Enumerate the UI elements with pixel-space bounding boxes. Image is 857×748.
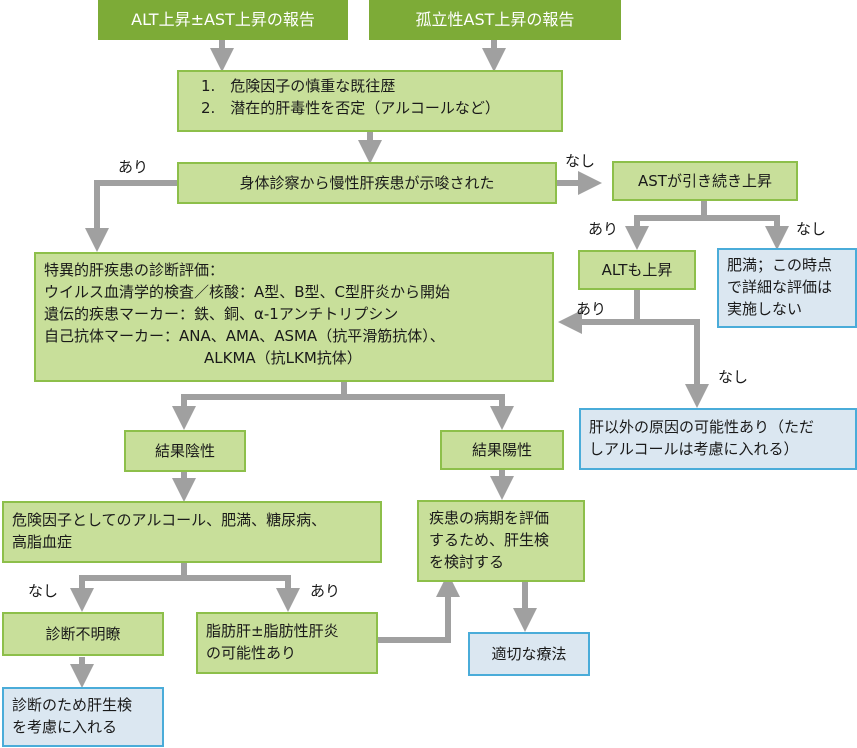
history-item-2: 2. 潜在的肝毒性を否定（アルコールなど） bbox=[201, 99, 500, 117]
arrow-ast-split-no bbox=[704, 215, 789, 250]
label-exam-no: なし bbox=[565, 152, 596, 170]
non-hepatic-line-2: しアルコールは考慮に入れる） bbox=[589, 440, 799, 458]
arrow-risk-to-fatty bbox=[184, 575, 300, 612]
risk-factors-box: 危険因子としてのアルコール、肥満、糖尿病、 高脂血症 bbox=[2, 501, 382, 563]
specific-eval-viral: ウイルス血清学的検査／核酸：A型、B型、C型肝炎から開始 bbox=[44, 283, 451, 301]
specific-eval-title: 特異的肝疾患の診断評価： bbox=[44, 261, 225, 279]
ast-persistent-box: ASTが引き続き上昇 bbox=[612, 161, 798, 201]
arrow-ast-split-yes bbox=[625, 201, 707, 250]
fatty-liver-line-1: 脂肪肝±脂肪性肝炎 bbox=[206, 622, 339, 640]
specific-eval-autoimmune: 自己抗体マーカー：ANA、AMA、ASMA（抗平滑筋抗体）、 bbox=[44, 327, 445, 345]
biopsy-consider-line-2: を考慮に入れる bbox=[12, 718, 118, 736]
biopsy-consider-line-1: 診断のため肝生検 bbox=[12, 696, 133, 714]
label-exam-yes: あり bbox=[118, 158, 149, 176]
ast-persistent-text: ASTが引き続き上昇 bbox=[638, 172, 772, 190]
biopsy-staging-line-3: を検討する bbox=[429, 553, 505, 571]
arrow-eval-to-positive bbox=[344, 394, 514, 430]
risk-factors-line-2: 高脂血症 bbox=[12, 533, 73, 551]
physical-exam-box: 身体診察から慢性肝疾患が示唆された bbox=[177, 162, 557, 204]
result-negative-text: 結果陰性 bbox=[154, 442, 215, 460]
arrow-fatty-to-staging bbox=[377, 573, 460, 643]
non-hepatic-box: 肝以外の原因の可能性あり（ただ しアルコールは考慮に入れる） bbox=[579, 408, 857, 470]
biopsy-consider-box: 診断のため肝生検 を考慮に入れる bbox=[2, 687, 164, 747]
label-ast-no: なし bbox=[796, 220, 827, 238]
label-ast-yes: あり bbox=[588, 220, 619, 238]
fatty-liver-line-2: の可能性あり bbox=[206, 644, 297, 662]
obesity-note-line-3: 実施しない bbox=[727, 300, 803, 318]
label-risk-no: なし bbox=[28, 582, 59, 600]
specific-eval-genetic: 遺伝的疾患マーカー：鉄、銅、α-1アンチトリプシン bbox=[44, 305, 399, 323]
appropriate-therapy-text: 適切な療法 bbox=[491, 645, 567, 663]
history-item-1: 1. 危険因子の慎重な既往歴 bbox=[201, 77, 396, 95]
arrow-alt-to-nonhepatic bbox=[637, 319, 709, 408]
result-negative-box: 結果陰性 bbox=[124, 430, 246, 472]
alt-also-box: ALTも上昇 bbox=[578, 250, 696, 290]
start-alt-report: ALT上昇±AST上昇の報告 bbox=[98, 0, 348, 40]
non-hepatic-line-1: 肝以外の原因の可能性あり（ただ bbox=[589, 418, 815, 436]
biopsy-staging-box: 疾患の病期を評価 するため、肝生検 を検討する bbox=[417, 500, 585, 582]
specific-eval-autoimmune-cont: ALKMA（抗LKM抗体） bbox=[204, 349, 362, 367]
unclear-diagnosis-text: 診断不明瞭 bbox=[45, 625, 121, 643]
label-alt-no: なし bbox=[718, 368, 749, 386]
arrow-exam-to-eval bbox=[85, 180, 178, 252]
arrow-eval-to-negative bbox=[172, 381, 347, 430]
biopsy-staging-line-1: 疾患の病期を評価 bbox=[429, 509, 550, 527]
fatty-liver-box: 脂肪肝±脂肪性肝炎 の可能性あり bbox=[196, 612, 378, 674]
unclear-diagnosis-box: 診断不明瞭 bbox=[2, 612, 164, 656]
obesity-note-box: 肥満；この時点 で詳細な評価は 実施しない bbox=[717, 248, 857, 328]
history-box: 1. 危険因子の慎重な既往歴 2. 潜在的肝毒性を否定（アルコールなど） bbox=[177, 70, 563, 132]
start-alt-report-text: ALT上昇±AST上昇の報告 bbox=[131, 10, 315, 29]
appropriate-therapy-box: 適切な療法 bbox=[468, 632, 590, 676]
start-ast-report-text: 孤立性AST上昇の報告 bbox=[415, 10, 575, 29]
label-alt-yes: あり bbox=[576, 300, 607, 318]
arrow-risk-to-unclear bbox=[70, 562, 187, 612]
physical-exam-text: 身体診察から慢性肝疾患が示唆された bbox=[239, 174, 495, 192]
obesity-note-line-1: 肥満；この時点 bbox=[727, 256, 833, 274]
start-ast-report: 孤立性AST上昇の報告 bbox=[369, 0, 621, 40]
result-positive-box: 結果陽性 bbox=[440, 430, 564, 470]
obesity-note-line-2: で詳細な評価は bbox=[727, 278, 833, 296]
label-risk-yes: あり bbox=[310, 582, 341, 600]
biopsy-staging-line-2: するため、肝生検 bbox=[429, 531, 550, 549]
result-positive-text: 結果陽性 bbox=[471, 441, 532, 459]
risk-factors-line-1: 危険因子としてのアルコール、肥満、糖尿病、 bbox=[12, 511, 327, 529]
specific-eval-box: 特異的肝疾患の診断評価： ウイルス血清学的検査／核酸：A型、B型、C型肝炎から開… bbox=[34, 252, 554, 382]
alt-also-text: ALTも上昇 bbox=[601, 261, 673, 279]
